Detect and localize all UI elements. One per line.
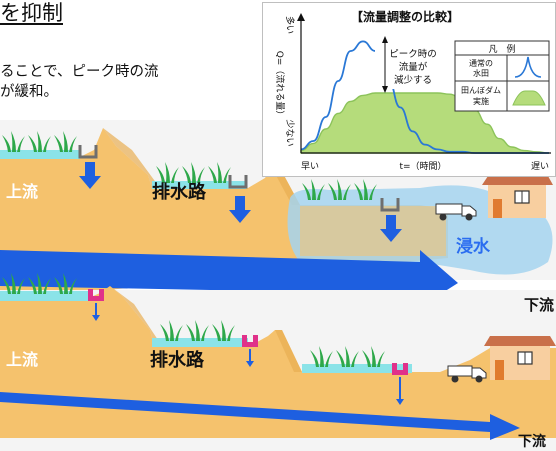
top-down-arrow-2 — [229, 196, 251, 223]
top-downstream-label: 下流 — [524, 296, 555, 314]
top-flow-arrow — [0, 250, 458, 307]
series-area-tanbo-dam — [300, 92, 550, 154]
page-heading: を抑制 — [0, 1, 63, 25]
y-axis-label: Q=（流れる量） — [274, 51, 286, 120]
bottom-paddy-water-3 — [302, 364, 412, 373]
bottom-paddy-water-2 — [152, 338, 248, 347]
bottom-drainage-label: 排水路 — [150, 350, 204, 371]
bottom-flow-arrow — [0, 392, 520, 440]
bottom-weir-1 — [88, 289, 104, 301]
legend-entry-normal-line-2: 水田 — [473, 68, 489, 78]
top-down-arrow-3 — [380, 215, 402, 242]
top-drainage-label: 排水路 — [152, 182, 206, 203]
y-axis-arrowhead — [297, 13, 305, 21]
chart-legend: 凡 例 通常の 水田 田んぼダム 実施 — [454, 40, 550, 112]
bottom-weir-2 — [242, 335, 258, 347]
x-right-label: 遅い — [531, 161, 549, 172]
top-outlet-1 — [78, 145, 98, 159]
y-top-label: 多い — [284, 16, 296, 34]
bottom-scene — [0, 273, 556, 451]
top-truck-icon — [435, 203, 477, 221]
top-upstream-label: 上流 — [6, 182, 39, 201]
top-paddy-water-2 — [152, 181, 246, 189]
legend-entry-dam-line-1: 田んぼダム — [461, 85, 501, 95]
intro-text-line-2: が緩和。 — [0, 84, 58, 100]
bottom-paddy-water-1 — [0, 291, 90, 301]
top-outlet-2 — [228, 175, 248, 189]
bottom-downstream-label: 下流 — [518, 434, 546, 450]
legend-header: 凡 例 — [488, 43, 515, 55]
legend-entry-dam-line-2: 実施 — [473, 96, 489, 106]
bottom-weir-3 — [392, 363, 408, 375]
top-flood-label: 浸水 — [456, 237, 490, 257]
top-down-arrow-1 — [79, 162, 101, 189]
annotation-line-1: ピーク時の — [389, 49, 437, 60]
chart-canvas: 【流量調整の比較】 多い Q=（流れる量） 少ない 早い t=（時間） 遅い ピ… — [274, 9, 551, 172]
bottom-down-arrow-2 — [246, 349, 254, 367]
x-left-label: 早い — [301, 161, 319, 172]
chart-title: 【流量調整の比較】 — [351, 9, 459, 24]
bottom-down-arrow-1 — [92, 303, 100, 321]
bottom-down-arrow-3 — [396, 377, 404, 405]
legend-swatch-normal — [514, 56, 542, 78]
bottom-upstream-label: 上流 — [6, 350, 39, 369]
top-outlet-3 — [380, 198, 400, 212]
intro-text-line-1: ることで、ピーク時の流 — [0, 64, 159, 80]
y-bottom-label: 少ない — [284, 119, 295, 146]
annotation-line-3: 減少する — [394, 74, 432, 86]
bottom-house-icon — [484, 336, 556, 380]
chart-annotation: ピーク時の 流量が 減少する — [375, 36, 451, 93]
top-paddy-water-1 — [0, 150, 80, 159]
bottom-soil — [0, 286, 556, 438]
top-house-icon — [482, 176, 553, 218]
legend-swatch-dam — [512, 90, 546, 106]
x-axis-label: t=（時間） — [399, 161, 446, 172]
flow-comparison-chart: 【流量調整の比較】 多い Q=（流れる量） 少ない 早い t=（時間） 遅い ピ… — [262, 2, 556, 177]
bottom-truck-icon — [447, 365, 487, 383]
legend-entry-normal-line-1: 通常の — [469, 58, 493, 68]
annotation-line-2: 流量が — [399, 61, 428, 73]
